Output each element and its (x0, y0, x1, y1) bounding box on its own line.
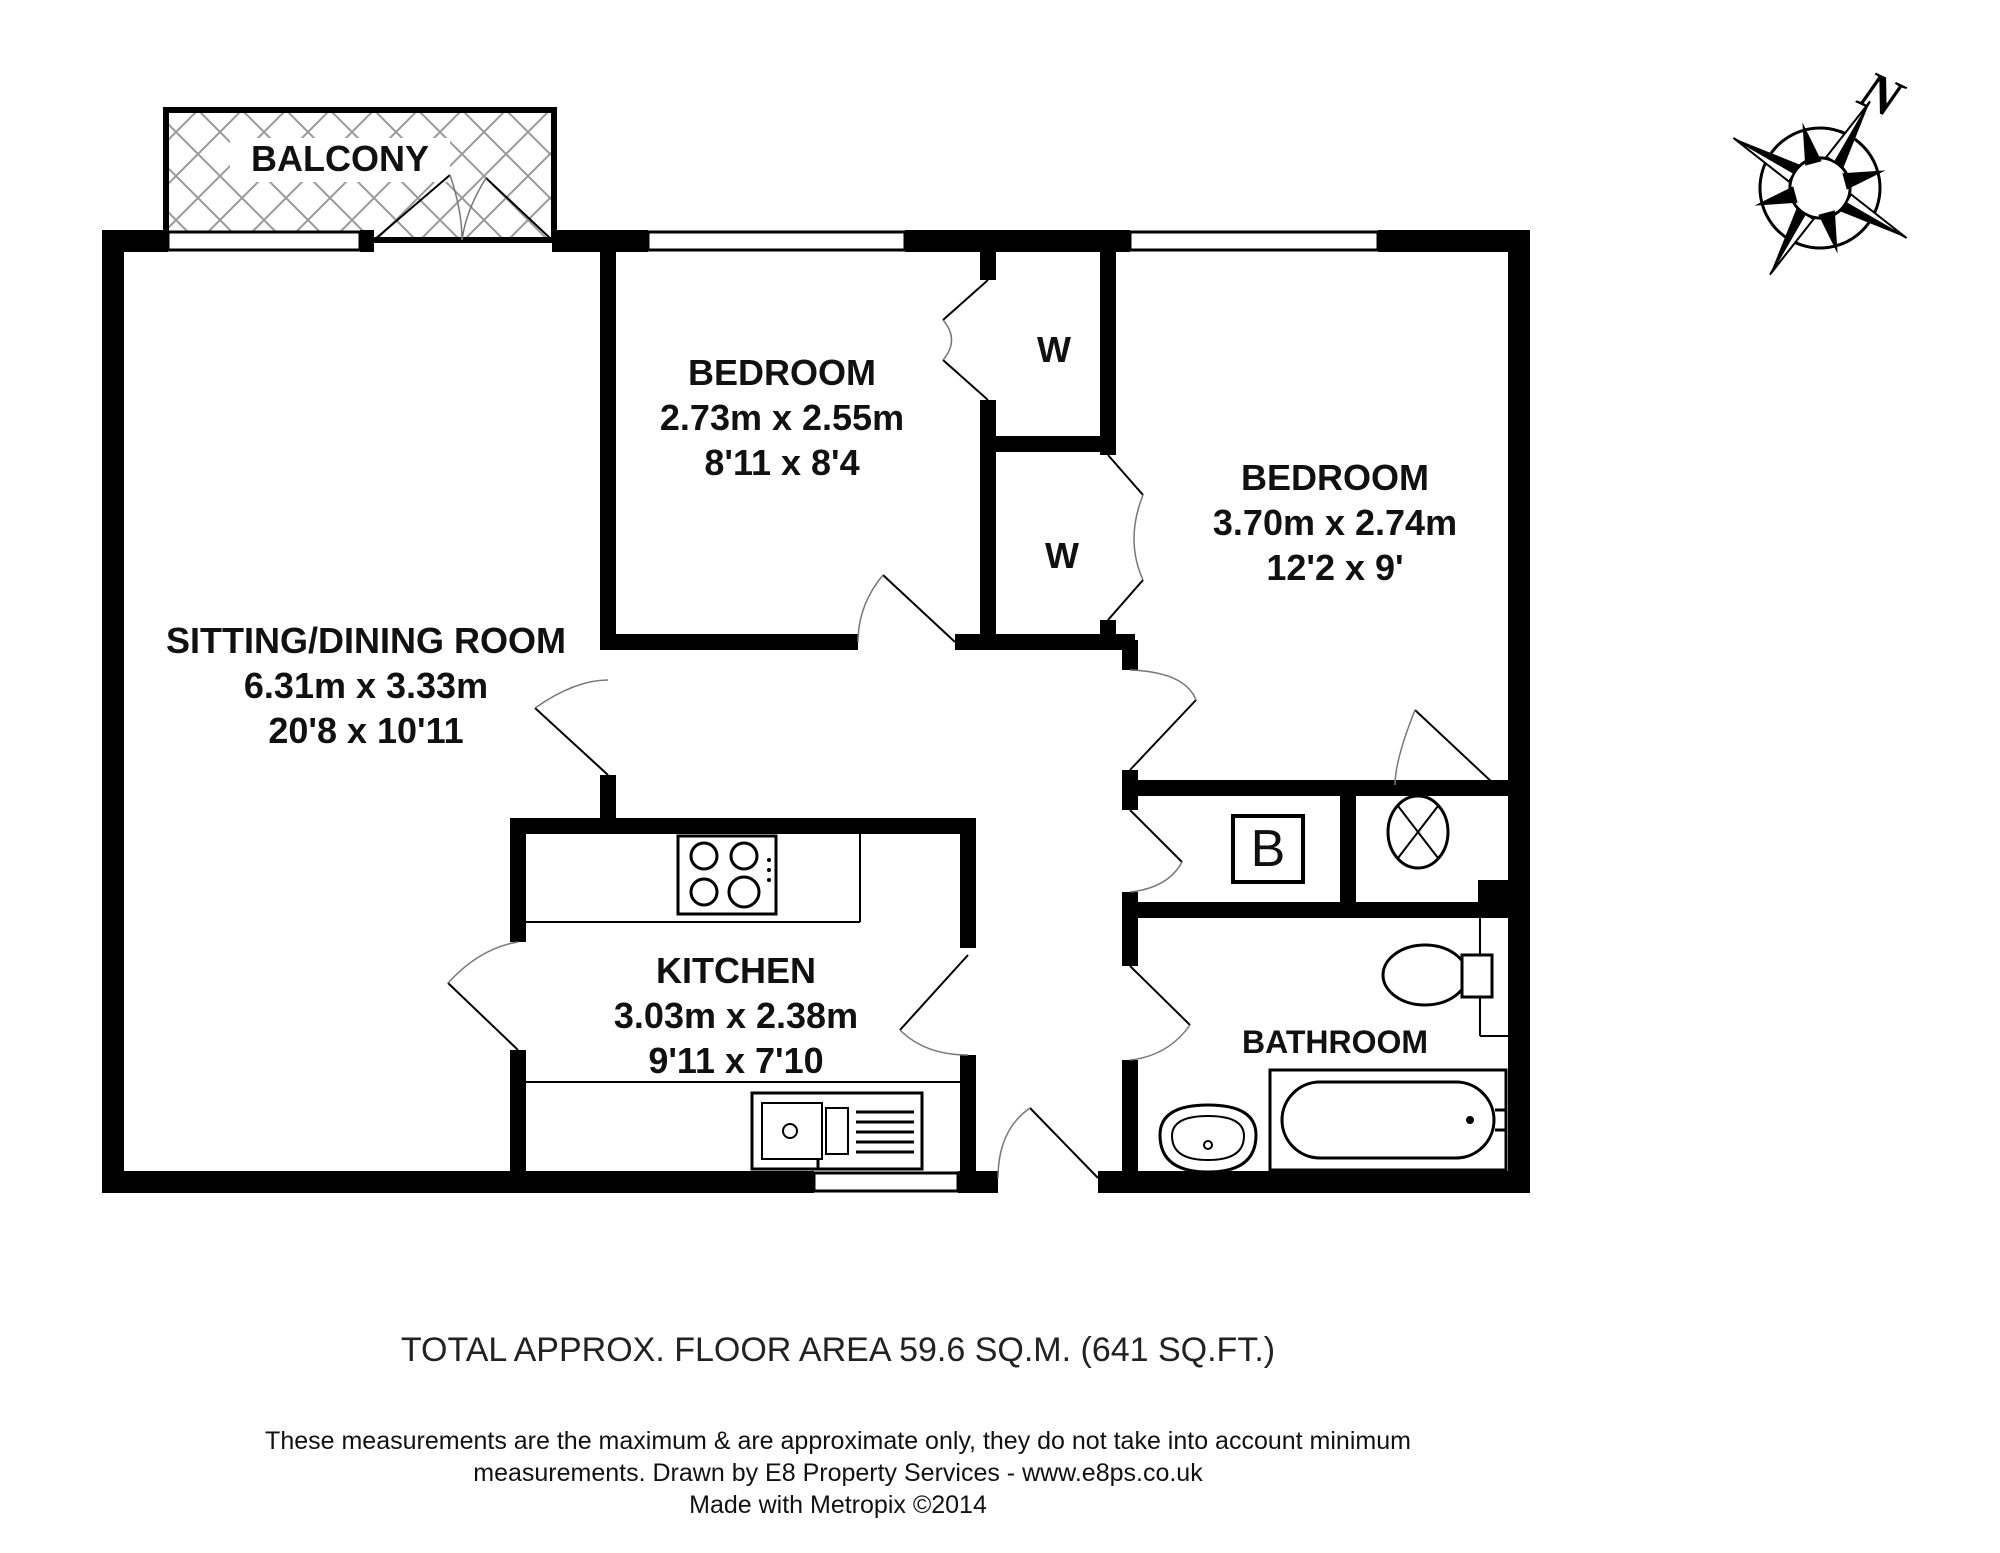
bedroom-1-label: BEDROOM 2.73m x 2.55m 8'11 x 8'4 (660, 352, 904, 483)
bedroom-1-metric: 2.73m x 2.55m (660, 397, 904, 438)
bedroom-2-label: BEDROOM 3.70m x 2.74m 12'2 x 9' (1213, 457, 1457, 588)
bedroom-2-name: BEDROOM (1241, 457, 1429, 498)
balcony-door (373, 174, 553, 241)
bath-icon (1268, 1068, 1508, 1172)
bathroom-fixtures (1158, 918, 1508, 1174)
sitting-room-label: SITTING/DINING ROOM 6.31m x 3.33m 20'8 x… (166, 620, 566, 751)
total-floor-area: TOTAL APPROX. FLOOR AREA 59.6 SQ.M. (641… (401, 1331, 1275, 1369)
wardrobe-1-label: W (1037, 329, 1071, 370)
disclaimer-line-3: Made with Metropix ©2014 (689, 1491, 987, 1519)
bedroom-2-imperial: 12'2 x 9' (1266, 547, 1403, 588)
bedroom-1-name: BEDROOM (688, 352, 876, 393)
hob-icon (676, 834, 778, 916)
exterior-walls (102, 230, 1530, 1193)
storage-cupboards: B (1231, 794, 1450, 884)
kitchen-name: KITCHEN (656, 950, 816, 991)
balcony (163, 107, 557, 243)
boiler-label: B (1251, 820, 1286, 878)
basin-icon (1158, 1103, 1258, 1174)
balcony-label: BALCONY (251, 138, 429, 179)
sitting-room-imperial: 20'8 x 10'11 (268, 710, 463, 751)
kitchen-fixtures (526, 834, 960, 1171)
boiler-box: B (1231, 814, 1305, 884)
compass-icon (1732, 100, 1908, 276)
kitchen-metric: 3.03m x 2.38m (614, 995, 858, 1036)
cylinder-icon (1386, 794, 1450, 870)
sitting-room-name: SITTING/DINING ROOM (166, 620, 566, 661)
sink-icon (750, 1091, 924, 1171)
sitting-room-metric: 6.31m x 3.33m (244, 665, 488, 706)
kitchen-imperial: 9'11 x 7'10 (648, 1040, 823, 1081)
interior-walls (510, 240, 1517, 1185)
disclaimer-line-2: measurements. Drawn by E8 Property Servi… (473, 1459, 1203, 1487)
internal-doors (447, 279, 1496, 1179)
bedroom-2-metric: 3.70m x 2.74m (1213, 502, 1457, 543)
toilet-icon (1381, 943, 1494, 1007)
windows (166, 230, 1380, 1193)
wardrobe-2-label: W (1045, 535, 1079, 576)
kitchen-label: KITCHEN 3.03m x 2.38m 9'11 x 7'10 (614, 950, 858, 1081)
disclaimer-line-1: These measurements are the maximum & are… (265, 1427, 1411, 1455)
bathroom-label: BATHROOM (1242, 1024, 1428, 1060)
bedroom-1-imperial: 8'11 x 8'4 (704, 442, 859, 483)
